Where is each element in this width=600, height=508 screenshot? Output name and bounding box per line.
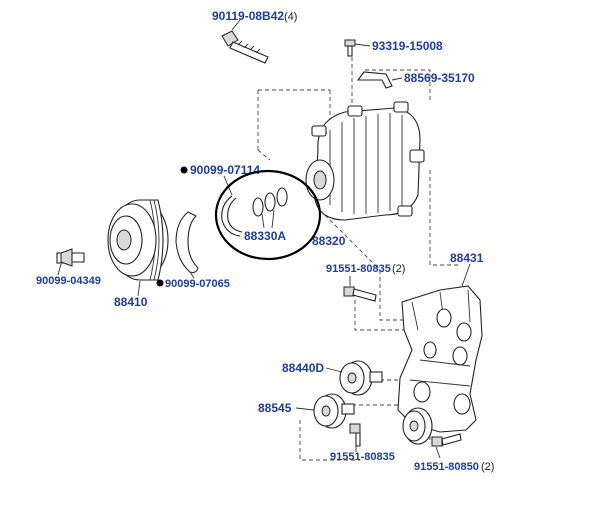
compressor-88320[interactable] [305,101,425,221]
label-88320: 88320 [312,234,346,248]
leader-bolt-left [57,263,62,276]
qty-91551-80850: (2) [481,461,494,473]
leader-idler-lower [295,407,315,411]
idler-pulley-88440D[interactable] [339,360,383,396]
tensioner-pulley[interactable] [402,407,433,445]
bolt-90099-04349[interactable] [56,248,85,267]
leader-bracket-main [461,263,471,287]
label-88440D: 88440D [282,361,324,375]
label-88545: 88545 [258,401,292,415]
qty-91551-80835-upper: (2) [392,263,405,275]
label-88410: 88410 [114,295,148,309]
bolt-91551-80835-upper[interactable] [343,286,377,302]
idler-pulley-88545[interactable] [313,393,355,429]
leader-snap-inner [189,271,195,279]
clutch-pulley-88410[interactable] [107,199,169,281]
screw-93319-15008[interactable] [344,39,356,57]
label-93319-15008: 93319-15008 [372,39,443,53]
leader-shims-2 [271,209,275,229]
label-90099-07114: 90099-07114 [190,163,260,177]
bolt-91551-80835-lower[interactable] [349,423,361,447]
label-88569-35170: 88569-35170 [404,71,475,85]
leader-bolt-top [231,19,241,31]
leader-bolt-low-right [435,446,441,459]
marker-dot-90099-07065 [156,279,164,287]
label-88431: 88431 [450,251,484,265]
bracket-88569-35170[interactable] [356,71,393,89]
label-91551-80835-lower: 91551-80835 [330,451,395,463]
leader-bracket-small [391,77,403,81]
bolt-91551-80850[interactable] [431,433,462,447]
label-91551-80850: 91551-80850 [414,461,479,473]
bolt-90119-08B42[interactable] [221,30,269,64]
label-90099-07065: 90099-07065 [165,278,230,290]
leader-screw-top [354,43,371,47]
highlight-circle [214,169,322,261]
label-90119-08B42: 90119-08B42 [212,9,284,23]
leader-shims [261,213,265,229]
leader-idler-upper [325,367,343,373]
marker-dot-90099-07114 [180,166,188,174]
bracket-88431[interactable] [397,285,483,433]
label-90099-04349: 90099-04349 [36,275,101,287]
snap-ring-90099-07065[interactable] [175,211,199,274]
snap-ring-90099-07114[interactable] [221,195,243,237]
label-91551-80835-upper: 91551-80835 [326,263,391,275]
shims-88330A[interactable] [252,187,288,217]
label-88330A: 88330A [244,229,286,243]
qty-90119-08B42: (4) [284,11,297,23]
leader-clutch [137,280,141,297]
